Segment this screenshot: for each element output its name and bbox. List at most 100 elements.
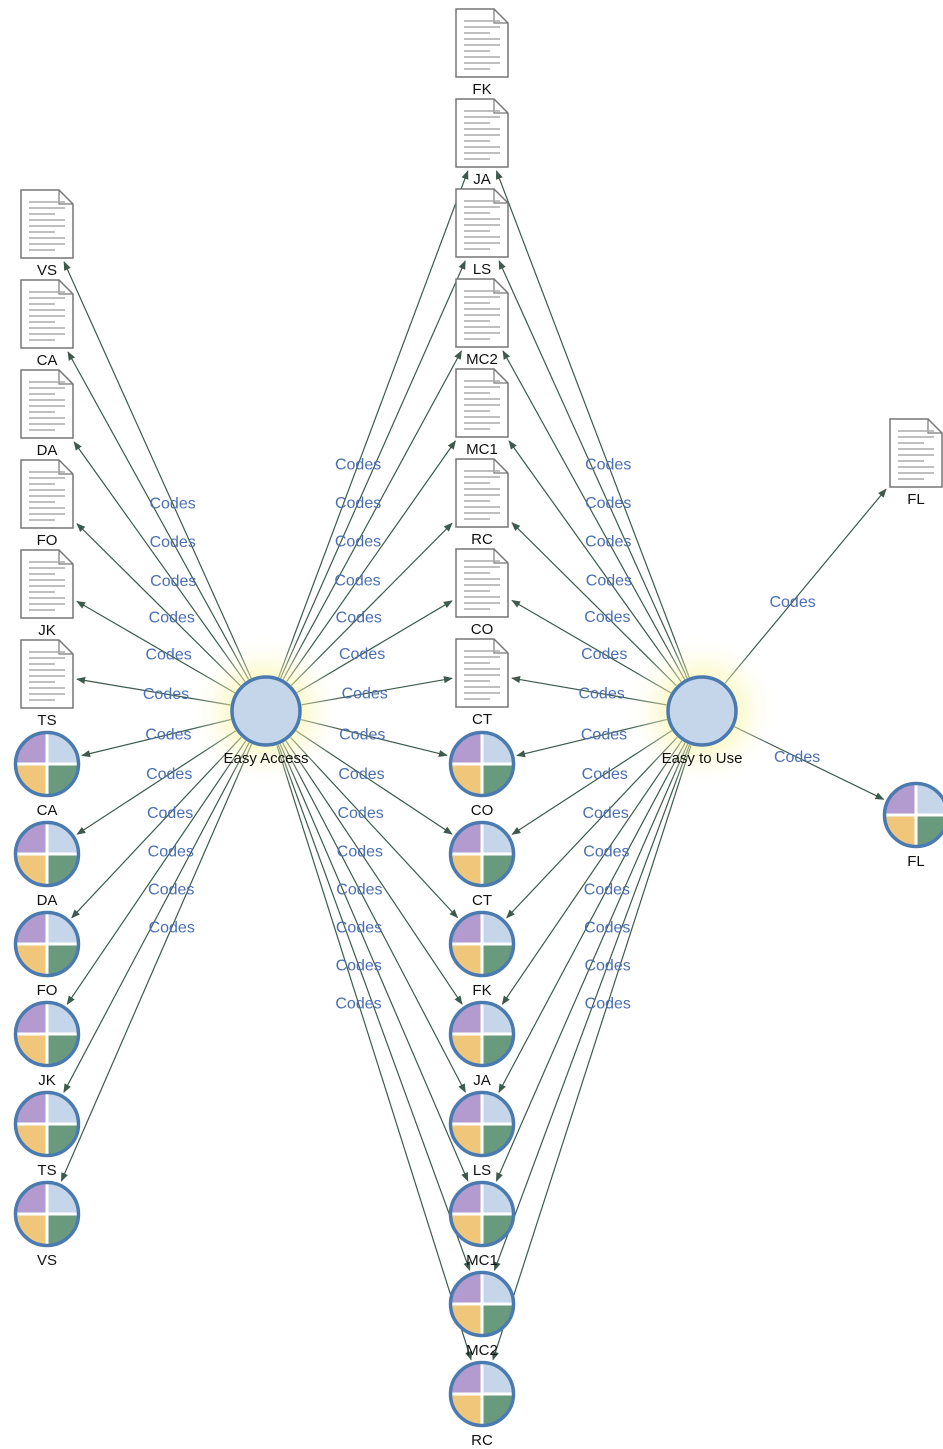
edge-label: Codes bbox=[585, 495, 631, 512]
case-label: MC2 bbox=[466, 1342, 498, 1359]
case-label: TS bbox=[37, 1162, 56, 1179]
document-icon bbox=[889, 418, 943, 488]
case-node-rc[interactable]: RC bbox=[448, 1360, 516, 1449]
case-node-ts[interactable]: TS bbox=[13, 1090, 81, 1180]
document-label: MC2 bbox=[466, 351, 498, 368]
case-node-fl[interactable]: FL bbox=[882, 781, 943, 871]
edge-easy_to_use-to-case-mc2 bbox=[493, 744, 691, 1272]
document-node-da[interactable]: DA bbox=[20, 369, 74, 459]
edge-label: Codes bbox=[578, 686, 624, 703]
edge-easy_access-to-doc-mc2 bbox=[282, 350, 462, 680]
case-label: CT bbox=[472, 892, 492, 909]
edge-label: Codes bbox=[584, 882, 630, 899]
document-label: LS bbox=[473, 261, 491, 278]
document-label: FO bbox=[37, 532, 58, 549]
edge-easy_to_use-to-case-ja bbox=[501, 740, 683, 1005]
document-label: JA bbox=[473, 171, 491, 188]
edge-easy_access-to-case-ja bbox=[285, 740, 463, 1005]
document-node-fl[interactable]: FL bbox=[889, 418, 943, 508]
document-label: FL bbox=[907, 491, 925, 508]
document-node-vs[interactable]: VS bbox=[20, 189, 74, 279]
case-node-ct[interactable]: CT bbox=[448, 820, 516, 910]
document-node-ls[interactable]: LS bbox=[455, 188, 509, 278]
edge-easy_to_use-to-doc-ls bbox=[498, 260, 688, 679]
document-icon bbox=[455, 278, 509, 348]
document-node-ca[interactable]: CA bbox=[20, 279, 74, 369]
edge-easy_access-to-doc-ca bbox=[67, 351, 250, 680]
edge-label: Codes bbox=[584, 609, 630, 626]
edge-easy_access-to-doc-mc1 bbox=[286, 440, 456, 682]
case-icon bbox=[448, 1090, 516, 1158]
case-icon bbox=[448, 1270, 516, 1338]
document-node-mc2[interactable]: MC2 bbox=[455, 278, 509, 368]
edge-easy_to_use-to-case-rc bbox=[492, 745, 692, 1361]
document-icon bbox=[20, 549, 74, 619]
edge-label: Codes bbox=[335, 457, 381, 474]
case-icon bbox=[13, 1090, 81, 1158]
edge-label: Codes bbox=[581, 646, 627, 663]
case-icon bbox=[882, 781, 943, 849]
edge-label: Codes bbox=[145, 727, 191, 744]
case-node-fo[interactable]: FO bbox=[13, 910, 81, 1000]
edge-label: Codes bbox=[146, 766, 192, 783]
document-label: RC bbox=[471, 531, 493, 548]
document-node-mc1[interactable]: MC1 bbox=[455, 368, 509, 458]
case-node-ls[interactable]: LS bbox=[448, 1090, 516, 1180]
document-node-fk[interactable]: FK bbox=[455, 8, 509, 98]
case-icon bbox=[13, 1180, 81, 1248]
case-node-mc1[interactable]: MC1 bbox=[448, 1180, 516, 1270]
edge-label: Codes bbox=[335, 495, 381, 512]
edge-easy_to_use-to-case-mc1 bbox=[495, 743, 689, 1182]
case-node-vs[interactable]: VS bbox=[13, 1180, 81, 1270]
edge-easy_access-to-doc-da bbox=[73, 441, 246, 683]
edge-label: Codes bbox=[335, 533, 381, 550]
document-node-ts[interactable]: TS bbox=[20, 639, 74, 729]
document-label: MC1 bbox=[466, 441, 498, 458]
edge-easy_access-to-doc-vs bbox=[63, 261, 252, 679]
edge-label: Codes bbox=[338, 766, 384, 783]
document-icon bbox=[455, 638, 509, 708]
document-node-fo[interactable]: FO bbox=[20, 459, 74, 549]
document-node-co[interactable]: CO bbox=[455, 548, 509, 638]
edge-label: Codes bbox=[584, 958, 630, 975]
document-node-jk[interactable]: JK bbox=[20, 549, 74, 639]
edge-label: Codes bbox=[337, 805, 383, 822]
document-label: DA bbox=[37, 442, 58, 459]
case-label: CO bbox=[471, 802, 494, 819]
case-node-da[interactable]: DA bbox=[13, 820, 81, 910]
edge-easy_access-to-case-rc bbox=[276, 745, 473, 1361]
document-icon bbox=[20, 639, 74, 709]
document-icon bbox=[20, 279, 74, 349]
document-icon bbox=[455, 548, 509, 618]
edge-easy_access-to-case-mc2 bbox=[277, 744, 471, 1272]
hub-label: Easy Access bbox=[223, 750, 308, 767]
edge-easy_access-to-doc-ja bbox=[278, 170, 469, 678]
case-icon bbox=[448, 1000, 516, 1068]
edge-label: Codes bbox=[143, 686, 189, 703]
case-node-mc2[interactable]: MC2 bbox=[448, 1270, 516, 1360]
case-icon bbox=[448, 910, 516, 978]
document-icon bbox=[455, 188, 509, 258]
case-icon bbox=[448, 820, 516, 888]
edge-easy_to_use-to-doc-mc1 bbox=[508, 440, 682, 683]
edge-easy_access-to-case-mc1 bbox=[279, 743, 469, 1182]
document-label: CT bbox=[472, 711, 492, 728]
edge-label: Codes bbox=[336, 920, 382, 937]
node-circle-icon bbox=[666, 675, 738, 747]
edge-label: Codes bbox=[336, 958, 382, 975]
edge-label: Codes bbox=[584, 920, 630, 937]
case-label: VS bbox=[37, 1252, 57, 1269]
case-node-ca[interactable]: CA bbox=[13, 730, 81, 820]
document-node-ct[interactable]: CT bbox=[455, 638, 509, 728]
document-node-rc[interactable]: RC bbox=[455, 458, 509, 548]
edge-label: Codes bbox=[582, 766, 628, 783]
document-node-ja[interactable]: JA bbox=[455, 98, 509, 188]
hub-node-easy-access[interactable]: Easy Access bbox=[188, 633, 344, 789]
document-icon bbox=[455, 98, 509, 168]
hub-node-easy-to-use[interactable]: Easy to Use bbox=[624, 633, 780, 789]
case-node-jk[interactable]: JK bbox=[13, 1000, 81, 1090]
case-node-fk[interactable]: FK bbox=[448, 910, 516, 1000]
case-node-co[interactable]: CO bbox=[448, 730, 516, 820]
case-node-ja[interactable]: JA bbox=[448, 1000, 516, 1090]
case-label: RC bbox=[471, 1432, 493, 1449]
